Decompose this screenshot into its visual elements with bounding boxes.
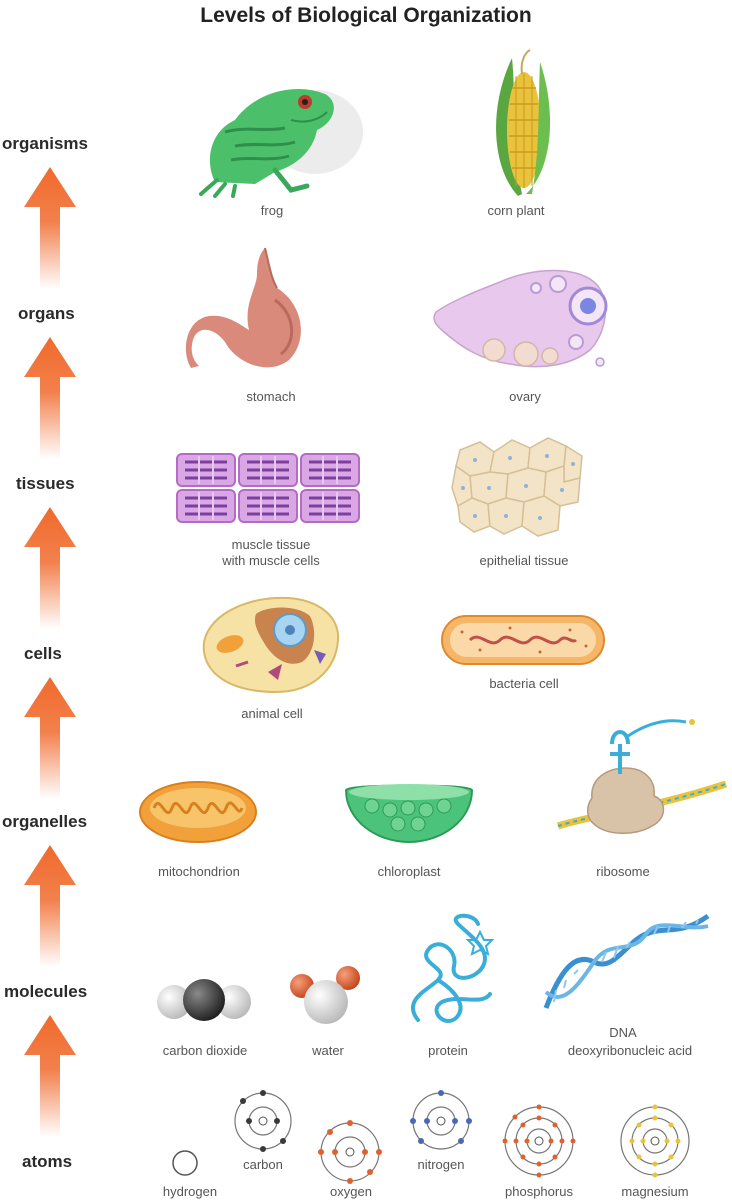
carbon-atom-illustration bbox=[234, 1090, 292, 1152]
caption-protein: protein bbox=[428, 1043, 468, 1058]
caption-carbon-dioxide: carbon dioxide bbox=[162, 1043, 248, 1058]
diagram-title: Levels of Biological Organization bbox=[200, 4, 532, 27]
caption-stomach: stomach bbox=[246, 389, 296, 404]
protein-illustration bbox=[410, 913, 495, 1023]
nitrogen-atom-illustration bbox=[410, 1090, 472, 1150]
bacteria-cell-illustration bbox=[441, 615, 605, 665]
up-arrow-icon bbox=[24, 1015, 76, 1137]
caption-dna: DNA bbox=[609, 1025, 637, 1040]
animal-cell-illustration bbox=[202, 596, 340, 694]
level-label-organs: organs bbox=[18, 304, 75, 323]
caption-water: water bbox=[312, 1043, 344, 1058]
caption-epithelial-tissue: epithelial tissue bbox=[479, 553, 569, 568]
epithelial-tissue-illustration bbox=[451, 437, 583, 537]
level-label-organisms: organisms bbox=[2, 134, 88, 153]
level-label-organelles: organelles bbox=[2, 812, 88, 831]
caption-ribosome: ribosome bbox=[596, 864, 650, 879]
up-arrow-icon bbox=[24, 845, 76, 967]
caption-ovary: ovary bbox=[509, 389, 541, 404]
up-arrow-icon bbox=[24, 677, 76, 799]
up-arrow-icon bbox=[24, 337, 76, 459]
level-label-atoms: atoms bbox=[22, 1152, 73, 1171]
hydrogen-atom-illustration bbox=[172, 1150, 198, 1176]
caption-phosphorus: phosphorus bbox=[505, 1184, 573, 1199]
caption-nitrogen: nitrogen bbox=[417, 1157, 465, 1172]
level-label-tissues: tissues bbox=[16, 474, 75, 493]
dna-illustration bbox=[543, 913, 710, 1009]
corn-plant-illustration bbox=[496, 49, 551, 196]
up-arrow-icon bbox=[24, 507, 76, 629]
level-label-molecules: molecules bbox=[4, 982, 88, 1001]
caption-dna-full-name: deoxyribonucleic acid bbox=[567, 1043, 693, 1058]
caption-animal-cell: animal cell bbox=[241, 706, 303, 721]
caption-magnesium: magnesium bbox=[621, 1184, 689, 1199]
caption-chloroplast: chloroplast bbox=[377, 864, 441, 879]
caption-muscle-tissue-detail: with muscle cells bbox=[222, 553, 320, 568]
level-label-cells: cells bbox=[24, 644, 62, 663]
caption-carbon: carbon bbox=[243, 1157, 283, 1172]
stomach-illustration bbox=[185, 247, 301, 368]
caption-mitochondrion: mitochondrion bbox=[158, 864, 240, 879]
ovary-illustration bbox=[433, 269, 608, 368]
muscle-tissue-illustration bbox=[176, 453, 360, 523]
oxygen-atom-illustration bbox=[318, 1120, 382, 1184]
caption-corn-plant: corn plant bbox=[487, 203, 545, 218]
mitochondrion-illustration bbox=[139, 781, 257, 843]
caption-hydrogen: hydrogen bbox=[162, 1184, 218, 1199]
up-arrow-icon bbox=[24, 167, 76, 289]
chloroplast-illustration bbox=[344, 784, 474, 844]
ribosome-illustration bbox=[556, 719, 728, 834]
carbon-dioxide-molecule-illustration bbox=[157, 979, 251, 1021]
caption-bacteria-cell: bacteria cell bbox=[489, 676, 559, 691]
frog-illustration bbox=[199, 89, 363, 198]
water-molecule-illustration bbox=[290, 966, 360, 1024]
caption-oxygen: oxygen bbox=[330, 1184, 372, 1199]
caption-muscle-tissue: muscle tissue bbox=[231, 537, 311, 552]
magnesium-atom-illustration bbox=[620, 1104, 690, 1178]
phosphorus-atom-illustration bbox=[502, 1104, 576, 1178]
caption-frog: frog bbox=[260, 203, 284, 218]
